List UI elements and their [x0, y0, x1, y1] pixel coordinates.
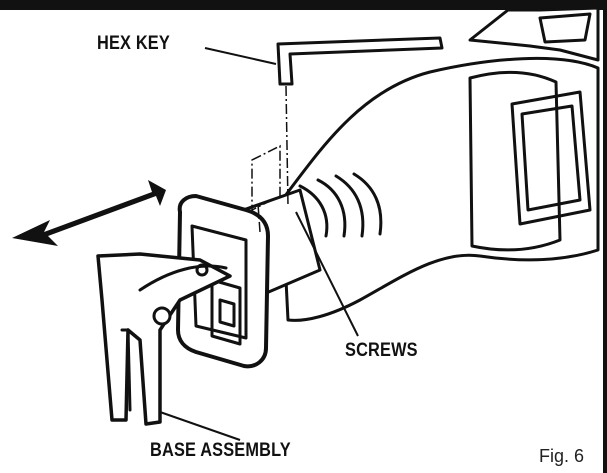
- collar-ring-1: [298, 184, 329, 238]
- leader-base: [159, 411, 241, 441]
- collar-ring-4: [352, 172, 383, 236]
- leader-hex-key: [204, 47, 277, 65]
- handle-opening: [538, 12, 592, 44]
- base-assembly-label: BASE ASSEMBLY: [150, 440, 291, 461]
- top-border: [0, 0, 607, 10]
- shoe-screw: [195, 263, 209, 277]
- guide-line-box: [251, 144, 281, 212]
- shoe-arm: [138, 264, 228, 292]
- guide-line-front: [257, 203, 261, 233]
- grip-panel-inner: [520, 104, 582, 212]
- collar-ring-3: [334, 174, 365, 238]
- hex-key: [276, 36, 444, 86]
- clamp-detail: [218, 298, 236, 328]
- shoe-pivot: [152, 306, 172, 326]
- leader-screws: [295, 211, 359, 337]
- double-arrow-icon: [12, 180, 166, 246]
- shoe-plate: [96, 252, 232, 426]
- shoe-slot: [120, 328, 132, 412]
- blade-clamp: [210, 278, 242, 346]
- saw-handle: [468, 6, 600, 62]
- right-border: [603, 0, 607, 473]
- guide-line-vertical: [285, 85, 289, 207]
- grip-panel: [510, 90, 592, 226]
- collar-ring-2: [316, 178, 347, 238]
- hex-key-label: HEX KEY: [97, 33, 170, 54]
- figure-number: Fig. 6: [539, 446, 585, 466]
- screws-label: SCREWS: [345, 340, 418, 361]
